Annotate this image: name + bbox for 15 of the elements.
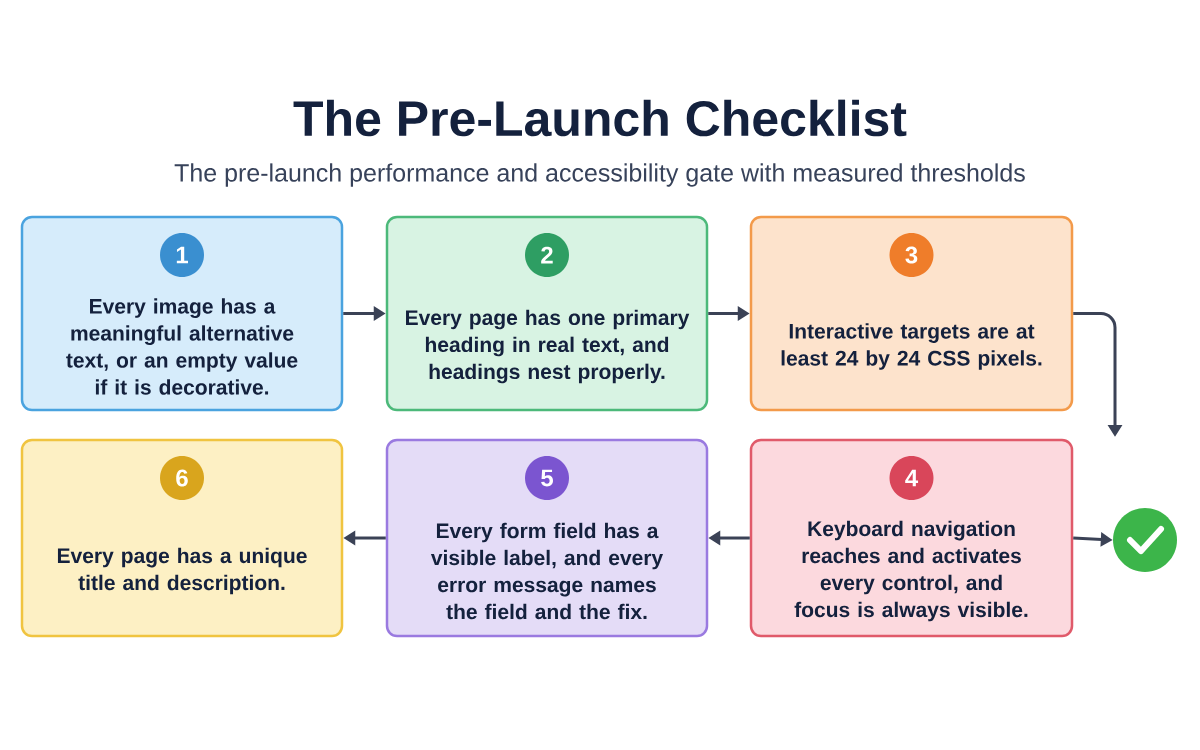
step-text: Every page has one primary heading in real text, and headings nest properly. — [406, 309, 690, 384]
title: The Pre-Launch Checklist — [293, 99, 907, 137]
number-badge: 2 — [525, 233, 569, 277]
number-badge: 5 — [525, 456, 569, 500]
step-text: Every page has a unique title and description. — [57, 547, 307, 595]
step-text: Keyboard navigation reaches and activates every control, and focus is always visible. — [794, 520, 1028, 622]
step-text: Every image has a meaningful alternative text, or an empty value if it is decorative. — [66, 298, 298, 395]
number-badge: 3 — [889, 233, 934, 277]
subtitle: The pre-launch performance and accessibility gate with measured thresholds — [174, 163, 1025, 187]
number-badge: 1 — [160, 233, 204, 277]
number-badge: 4 — [889, 456, 934, 500]
step-text: Interactive targets are at least 24 by 24 CSS pixels. — [781, 323, 1042, 370]
step-text: Every form field has a visible label, and every error message names the field and the fix. — [430, 522, 663, 620]
number-badge: 6 — [160, 456, 204, 500]
check-icon — [1113, 508, 1177, 572]
